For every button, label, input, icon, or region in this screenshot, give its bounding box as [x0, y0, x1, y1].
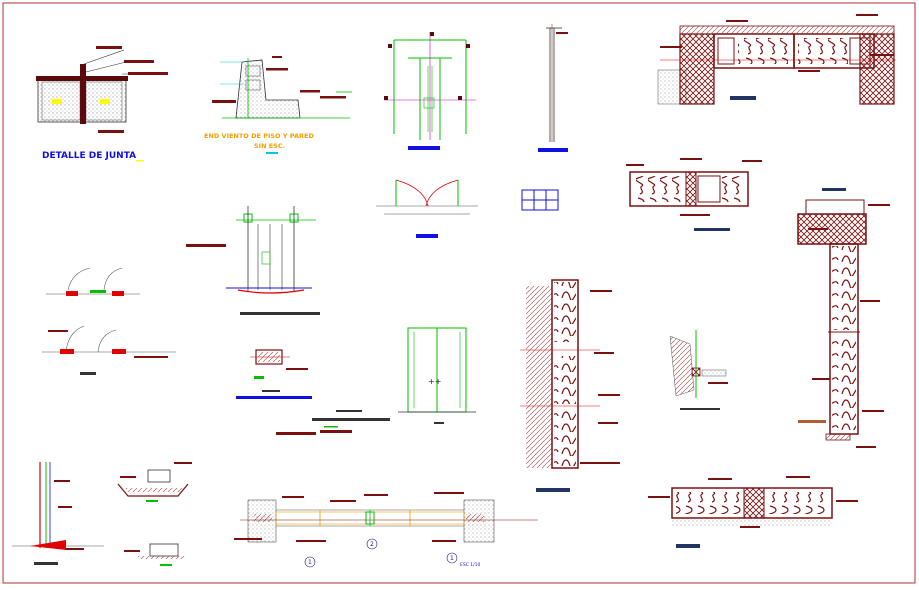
wall-section-top-right: [657, 14, 896, 105]
door-swing-plans-left: [42, 267, 176, 375]
wall-plan-bottom-center: 1 2 1 ESC 1/10: [234, 492, 538, 568]
section-marker-1a: 1: [308, 559, 312, 566]
section-marker-2: 2: [370, 541, 374, 548]
vertical-mullion-section: [538, 24, 568, 152]
tall-wall-section: [797, 188, 890, 448]
scale-note: ESC 1/10: [460, 562, 481, 568]
glass-stop-detail: [669, 330, 728, 410]
door-opening-elevation: [186, 206, 320, 315]
threshold-detail: [236, 349, 312, 399]
trench-details: [117, 462, 192, 566]
viento-piso-pared-drawing: END VIENTO DE PISO Y PARED SIN ESC.: [204, 56, 352, 154]
corrugated-wall-section: [520, 279, 620, 492]
double-door-swing-plan: [376, 179, 478, 238]
viento-title: END VIENTO DE PISO Y PARED: [204, 132, 314, 140]
detalle-junta-title: DETALLE DE JUNTA: [42, 151, 136, 161]
window-drawing: [521, 189, 559, 211]
section-marker-1b: 1: [450, 555, 454, 562]
detalle-junta-drawing: DETALLE DE JUNTA: [36, 46, 168, 162]
corrugated-floor-plan: [648, 476, 858, 548]
bottom-left-vertical-detail: [12, 462, 104, 565]
door-frame-elevation: [384, 32, 476, 150]
double-door-elevation: ++: [398, 327, 476, 424]
svg-text:++: ++: [428, 377, 441, 386]
reference-leaders-center: [276, 410, 390, 435]
wall-section-mid-right: [626, 158, 762, 231]
viento-subtitle: SIN ESC.: [254, 142, 285, 150]
